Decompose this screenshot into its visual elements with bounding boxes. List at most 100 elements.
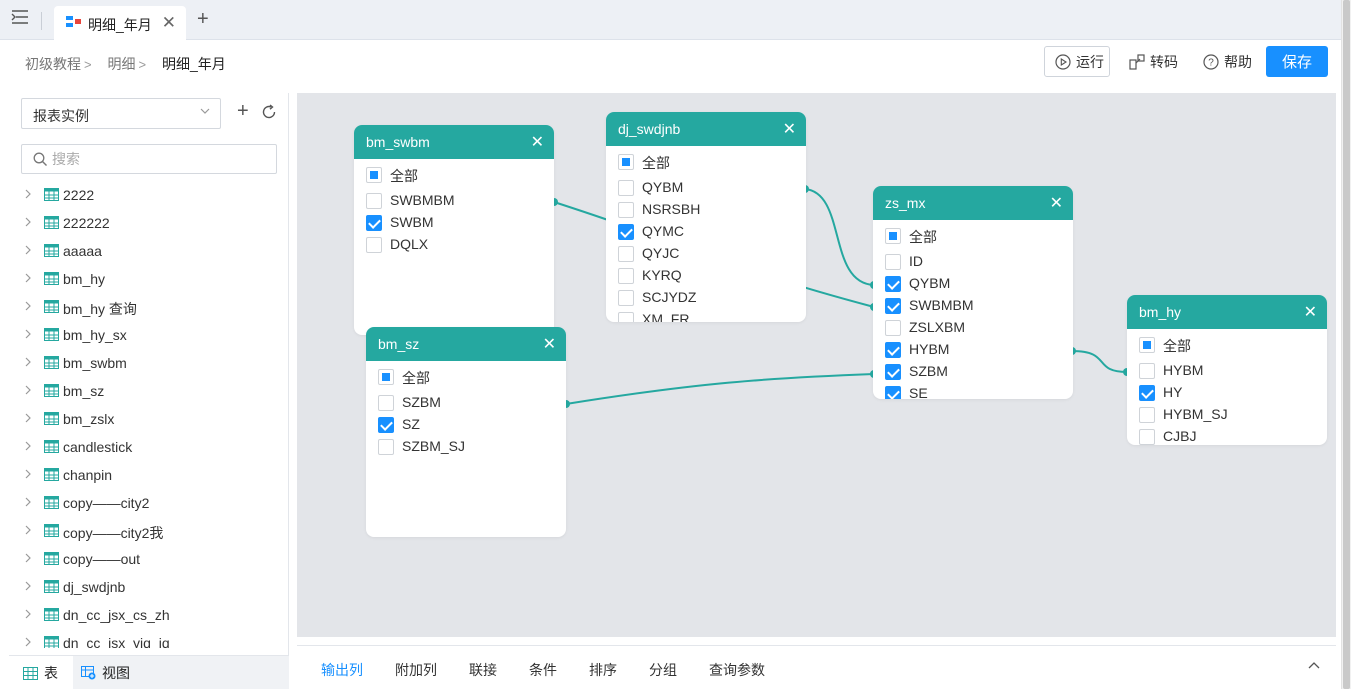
select-all-checkbox[interactable] bbox=[378, 369, 394, 385]
config-tab[interactable]: 条件 bbox=[529, 662, 557, 678]
tree-item[interactable]: copy——out bbox=[9, 545, 288, 573]
field-row[interactable]: NSRSBH bbox=[618, 199, 798, 221]
menu-toggle-icon[interactable] bbox=[8, 10, 32, 32]
field-row[interactable]: ZSLXBM bbox=[885, 317, 1065, 339]
config-tab[interactable]: 查询参数 bbox=[709, 662, 765, 678]
tree-item[interactable]: candlestick bbox=[9, 433, 288, 461]
tree-item[interactable]: bm_swbm bbox=[9, 349, 288, 377]
field-row[interactable]: SWBM bbox=[366, 212, 546, 234]
field-row[interactable]: HYBM bbox=[1139, 360, 1319, 382]
close-icon[interactable]: ✕ bbox=[1049, 195, 1063, 212]
chevron-right-icon[interactable] bbox=[24, 217, 32, 227]
field-checkbox[interactable] bbox=[1139, 363, 1155, 379]
chevron-right-icon[interactable] bbox=[24, 553, 32, 563]
select-all-row[interactable]: 全部 bbox=[366, 164, 546, 186]
field-row[interactable]: XM_FR bbox=[618, 309, 798, 322]
field-checkbox[interactable] bbox=[885, 320, 901, 336]
chevron-right-icon[interactable] bbox=[24, 581, 32, 591]
field-row[interactable]: HY bbox=[1139, 382, 1319, 404]
chevron-right-icon[interactable] bbox=[24, 273, 32, 283]
tree-item[interactable]: aaaaa bbox=[9, 237, 288, 265]
select-all-row[interactable]: 全部 bbox=[618, 151, 798, 173]
transcode-button[interactable]: 转码 bbox=[1127, 46, 1197, 77]
close-icon[interactable]: ✕ bbox=[782, 121, 796, 138]
add-tab-icon[interactable]: + bbox=[197, 8, 209, 30]
tree-item[interactable]: bm_hy 查询 bbox=[9, 293, 288, 321]
tree-item[interactable]: copy——city2 bbox=[9, 489, 288, 517]
chevron-right-icon[interactable] bbox=[24, 637, 32, 647]
field-checkbox[interactable] bbox=[618, 246, 634, 262]
chevron-right-icon[interactable] bbox=[24, 441, 32, 451]
field-row[interactable]: SZ bbox=[378, 414, 558, 436]
chevron-right-icon[interactable] bbox=[24, 329, 32, 339]
select-all-checkbox[interactable] bbox=[366, 167, 382, 183]
tab-views[interactable]: 视图 bbox=[81, 656, 161, 689]
chevron-right-icon[interactable] bbox=[24, 469, 32, 479]
node-header[interactable]: zs_mx✕ bbox=[873, 186, 1073, 220]
field-row[interactable]: SZBM bbox=[885, 361, 1065, 383]
scrollbar-thumb[interactable] bbox=[1343, 0, 1350, 689]
breadcrumb-item[interactable]: 初级教程 bbox=[25, 56, 81, 72]
select-all-row[interactable]: 全部 bbox=[378, 366, 558, 388]
chevron-right-icon[interactable] bbox=[24, 609, 32, 619]
select-all-checkbox[interactable] bbox=[618, 154, 634, 170]
field-row[interactable]: SE bbox=[885, 383, 1065, 399]
refresh-icon[interactable] bbox=[261, 104, 277, 120]
field-checkbox[interactable] bbox=[618, 180, 634, 196]
tree-item[interactable]: 222222 bbox=[9, 209, 288, 237]
field-checkbox[interactable] bbox=[618, 290, 634, 306]
tree-item[interactable]: bm_sz bbox=[9, 377, 288, 405]
field-checkbox[interactable] bbox=[1139, 385, 1155, 401]
field-checkbox[interactable] bbox=[618, 268, 634, 284]
select-all-checkbox[interactable] bbox=[885, 228, 901, 244]
tree-item[interactable]: dn_cc_jsx_cs_zh bbox=[9, 601, 288, 629]
chevron-right-icon[interactable] bbox=[24, 525, 32, 535]
field-checkbox[interactable] bbox=[366, 215, 382, 231]
add-icon[interactable]: + bbox=[237, 100, 249, 122]
close-icon[interactable]: ✕ bbox=[530, 134, 544, 151]
tree-item[interactable]: dn_cc_jsx_yiq_jq bbox=[9, 629, 288, 648]
page-scrollbar[interactable] bbox=[1341, 0, 1351, 689]
tree-item[interactable]: bm_hy_sx bbox=[9, 321, 288, 349]
field-checkbox[interactable] bbox=[1139, 407, 1155, 423]
field-row[interactable]: QYBM bbox=[618, 177, 798, 199]
chevron-up-icon[interactable] bbox=[1308, 661, 1320, 671]
field-checkbox[interactable] bbox=[885, 386, 901, 399]
tree-item[interactable]: bm_hy bbox=[9, 265, 288, 293]
tree-item[interactable]: chanpin bbox=[9, 461, 288, 489]
field-checkbox[interactable] bbox=[366, 237, 382, 253]
select-all-row[interactable]: 全部 bbox=[885, 225, 1065, 247]
field-row[interactable]: SZBM bbox=[378, 392, 558, 414]
field-checkbox[interactable] bbox=[1139, 429, 1155, 445]
field-checkbox[interactable] bbox=[885, 276, 901, 292]
node-header[interactable]: bm_swbm✕ bbox=[354, 125, 554, 159]
field-checkbox[interactable] bbox=[885, 254, 901, 270]
field-row[interactable]: KYRQ bbox=[618, 265, 798, 287]
field-checkbox[interactable] bbox=[378, 439, 394, 455]
field-checkbox[interactable] bbox=[885, 298, 901, 314]
tree-item[interactable]: dj_swdjnb bbox=[9, 573, 288, 601]
field-checkbox[interactable] bbox=[885, 342, 901, 358]
select-all-row[interactable]: 全部 bbox=[1139, 334, 1319, 356]
config-tab[interactable]: 附加列 bbox=[395, 662, 437, 678]
chevron-right-icon[interactable] bbox=[24, 189, 32, 199]
tab-mingxi-nianyue[interactable]: 明细_年月 ✕ bbox=[54, 6, 186, 40]
field-checkbox[interactable] bbox=[618, 224, 634, 240]
save-button[interactable]: 保存 bbox=[1266, 46, 1328, 77]
field-row[interactable]: QYJC bbox=[618, 243, 798, 265]
field-checkbox[interactable] bbox=[378, 395, 394, 411]
field-row[interactable]: DQLX bbox=[366, 234, 546, 256]
breadcrumb-item[interactable]: 明细 bbox=[107, 56, 136, 72]
select-all-checkbox[interactable] bbox=[1139, 337, 1155, 353]
tree-item[interactable]: copy——city2我 bbox=[9, 517, 288, 545]
chevron-right-icon[interactable] bbox=[24, 245, 32, 255]
field-row[interactable]: CJBJ bbox=[1139, 426, 1319, 445]
field-row[interactable]: HYBM_SJ bbox=[1139, 404, 1319, 426]
chevron-right-icon[interactable] bbox=[24, 301, 32, 311]
tab-tables[interactable]: 表 bbox=[9, 656, 73, 689]
close-icon[interactable]: ✕ bbox=[1303, 304, 1317, 321]
